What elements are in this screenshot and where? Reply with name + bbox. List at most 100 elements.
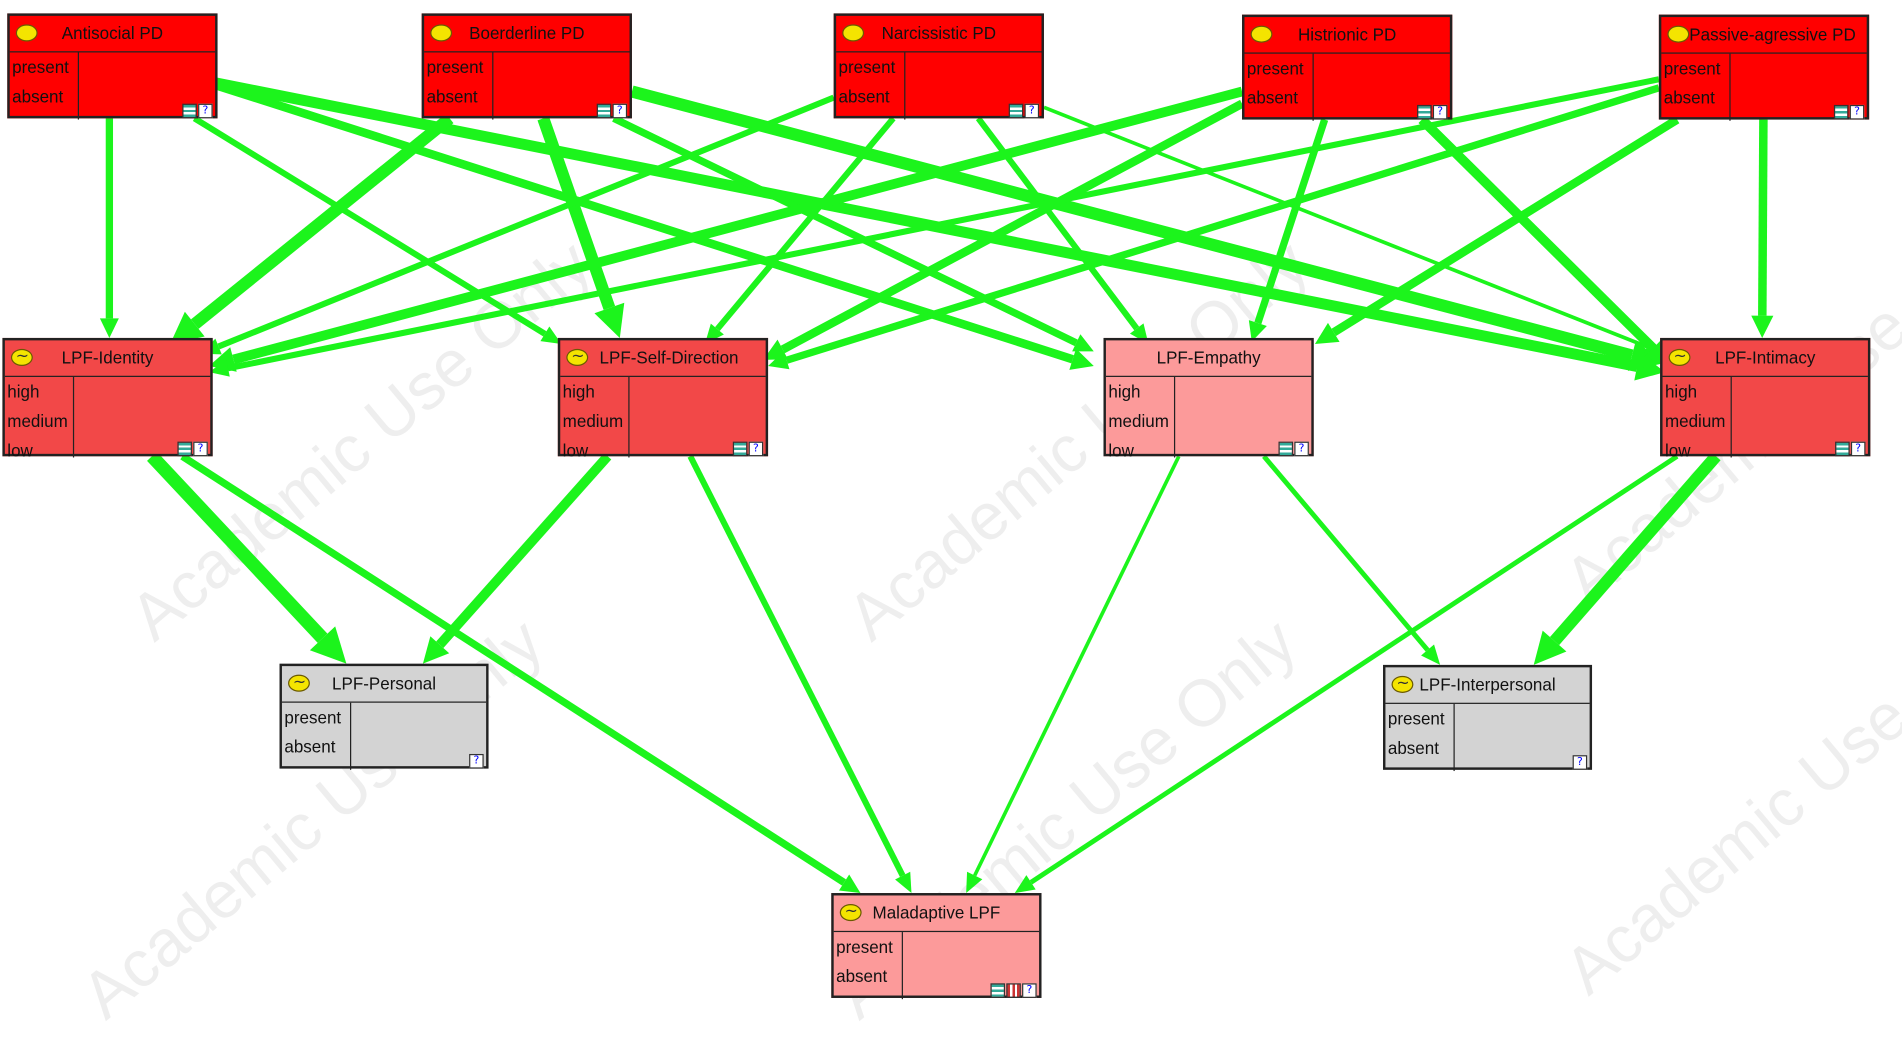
state-label: medium: [562, 411, 624, 431]
table-icon[interactable]: [596, 103, 612, 119]
help-icon[interactable]: ?: [1294, 441, 1309, 457]
node-title: LPF-Intimacy: [1715, 347, 1816, 368]
help-icon[interactable]: ?: [469, 753, 484, 769]
node-histrionic-pd[interactable]: Histrionic PD present absent ?: [1242, 14, 1453, 121]
wave-oval-icon: [1668, 340, 1691, 375]
help-icon[interactable]: ?: [1572, 755, 1588, 770]
yellow-oval-icon: [15, 24, 38, 42]
yellow-oval-icon: [842, 24, 865, 42]
node-title: LPF-Interpersonal: [1419, 674, 1556, 695]
edge-passive-to-identity: [227, 76, 1660, 372]
wave-oval-icon: [1391, 667, 1414, 702]
state-label: absent: [1663, 87, 1715, 108]
state-label: absent: [284, 736, 336, 757]
state-label: high: [562, 381, 595, 402]
help-icon[interactable]: ?: [198, 103, 213, 119]
arrowhead-passive-to-intimacy: [1751, 315, 1774, 338]
edge-passive-to-selfdir: [785, 84, 1660, 364]
table-icon[interactable]: [177, 441, 193, 457]
table-icon[interactable]: [732, 441, 748, 457]
state-label: present: [1387, 708, 1445, 729]
node-title: Narcissistic PD: [881, 23, 997, 43]
table-icon[interactable]: [990, 983, 1006, 998]
network-icon[interactable]: [1006, 983, 1021, 998]
help-icon[interactable]: ?: [1024, 103, 1040, 119]
edge-narcissistic-to-selfdir: [715, 116, 896, 332]
node-title: LPF-Identity: [61, 347, 154, 368]
table-icon[interactable]: [1835, 441, 1850, 457]
node-header: LPF-Self-Direction: [560, 340, 766, 377]
arrowhead-passive-to-identity: [209, 359, 230, 377]
state-label: present: [1663, 58, 1721, 79]
help-icon[interactable]: ?: [612, 103, 628, 119]
state-label: present: [1246, 58, 1304, 79]
wave-oval-icon: [288, 666, 310, 700]
edge-intimacy-to-maladaptive: [1029, 454, 1679, 885]
state-label: present: [838, 57, 896, 77]
arrowhead-histrionic-to-empathy: [1248, 320, 1267, 342]
edge-identity-to-maladaptive: [180, 453, 847, 886]
table-icon[interactable]: [1417, 104, 1432, 120]
arrowhead-empathy-to-interpersonal: [1421, 644, 1441, 665]
arrowhead-borderline-to-selfdir: [594, 302, 625, 338]
node-header: LPF-Empathy: [1105, 340, 1312, 377]
edge-borderline-to-identity: [190, 113, 454, 329]
node-title: Boerderline PD: [469, 23, 585, 43]
node-title: Maladaptive LPF: [872, 902, 1001, 923]
table-icon[interactable]: [1278, 441, 1294, 457]
state-label: absent: [838, 86, 890, 107]
state-label: low: [7, 440, 33, 460]
help-icon[interactable]: ?: [193, 441, 208, 457]
edge-passive-to-intimacy: [1758, 119, 1768, 316]
node-narcissistic-pd[interactable]: Narcissistic PD present absent ?: [833, 13, 1044, 120]
node-header: Maladaptive LPF: [833, 895, 1040, 933]
table-icon[interactable]: [1833, 104, 1849, 120]
help-icon[interactable]: ?: [1022, 983, 1037, 998]
arrowhead-borderline-to-intimacy: [1627, 340, 1663, 371]
state-label: present: [426, 57, 484, 77]
node-maladaptive-lpf[interactable]: Maladaptive LPF present absent ?: [831, 893, 1042, 1000]
state-label: medium: [1108, 411, 1169, 431]
table-icon[interactable]: [1008, 103, 1024, 119]
state-label: present: [836, 936, 893, 957]
arrowhead-antisocial-to-identity: [99, 318, 119, 338]
edge-antisocial-to-selfdir: [192, 115, 547, 337]
node-header: LPF-Identity: [4, 340, 211, 377]
state-label: medium: [1664, 411, 1726, 431]
help-icon[interactable]: ?: [1432, 104, 1448, 120]
arrowhead-selfdir-to-personal: [422, 636, 450, 664]
edge-selfdir-to-personal: [436, 453, 612, 649]
help-icon[interactable]: ?: [1850, 441, 1866, 457]
edge-histrionic-to-intimacy: [1418, 116, 1657, 352]
state-label: present: [284, 707, 342, 728]
node-title: Antisocial PD: [61, 23, 164, 43]
arrowhead-identity-to-maladaptive: [838, 874, 861, 894]
state-label: absent: [1246, 87, 1298, 108]
arrowhead-empathy-to-maladaptive: [966, 871, 983, 894]
edge-narcissistic-to-identity: [217, 94, 835, 350]
state-label: absent: [836, 966, 888, 986]
edge-narcissistic-to-intimacy: [1043, 105, 1648, 349]
edge-empathy-to-interpersonal: [1262, 454, 1430, 652]
node-header: Histrionic PD: [1244, 17, 1450, 54]
help-icon[interactable]: ?: [1849, 104, 1865, 120]
edge-histrionic-to-empathy: [1254, 118, 1329, 325]
edge-intimacy-to-interpersonal: [1549, 452, 1721, 646]
help-icon[interactable]: ?: [748, 441, 764, 457]
arrowhead-borderline-to-empathy: [1072, 334, 1094, 352]
node-header: Narcissistic PD: [836, 16, 1042, 53]
yellow-oval-icon: [1667, 25, 1690, 43]
state-label: high: [1108, 381, 1141, 402]
table-icon[interactable]: [182, 103, 197, 119]
node-header: Antisocial PD: [9, 16, 216, 53]
